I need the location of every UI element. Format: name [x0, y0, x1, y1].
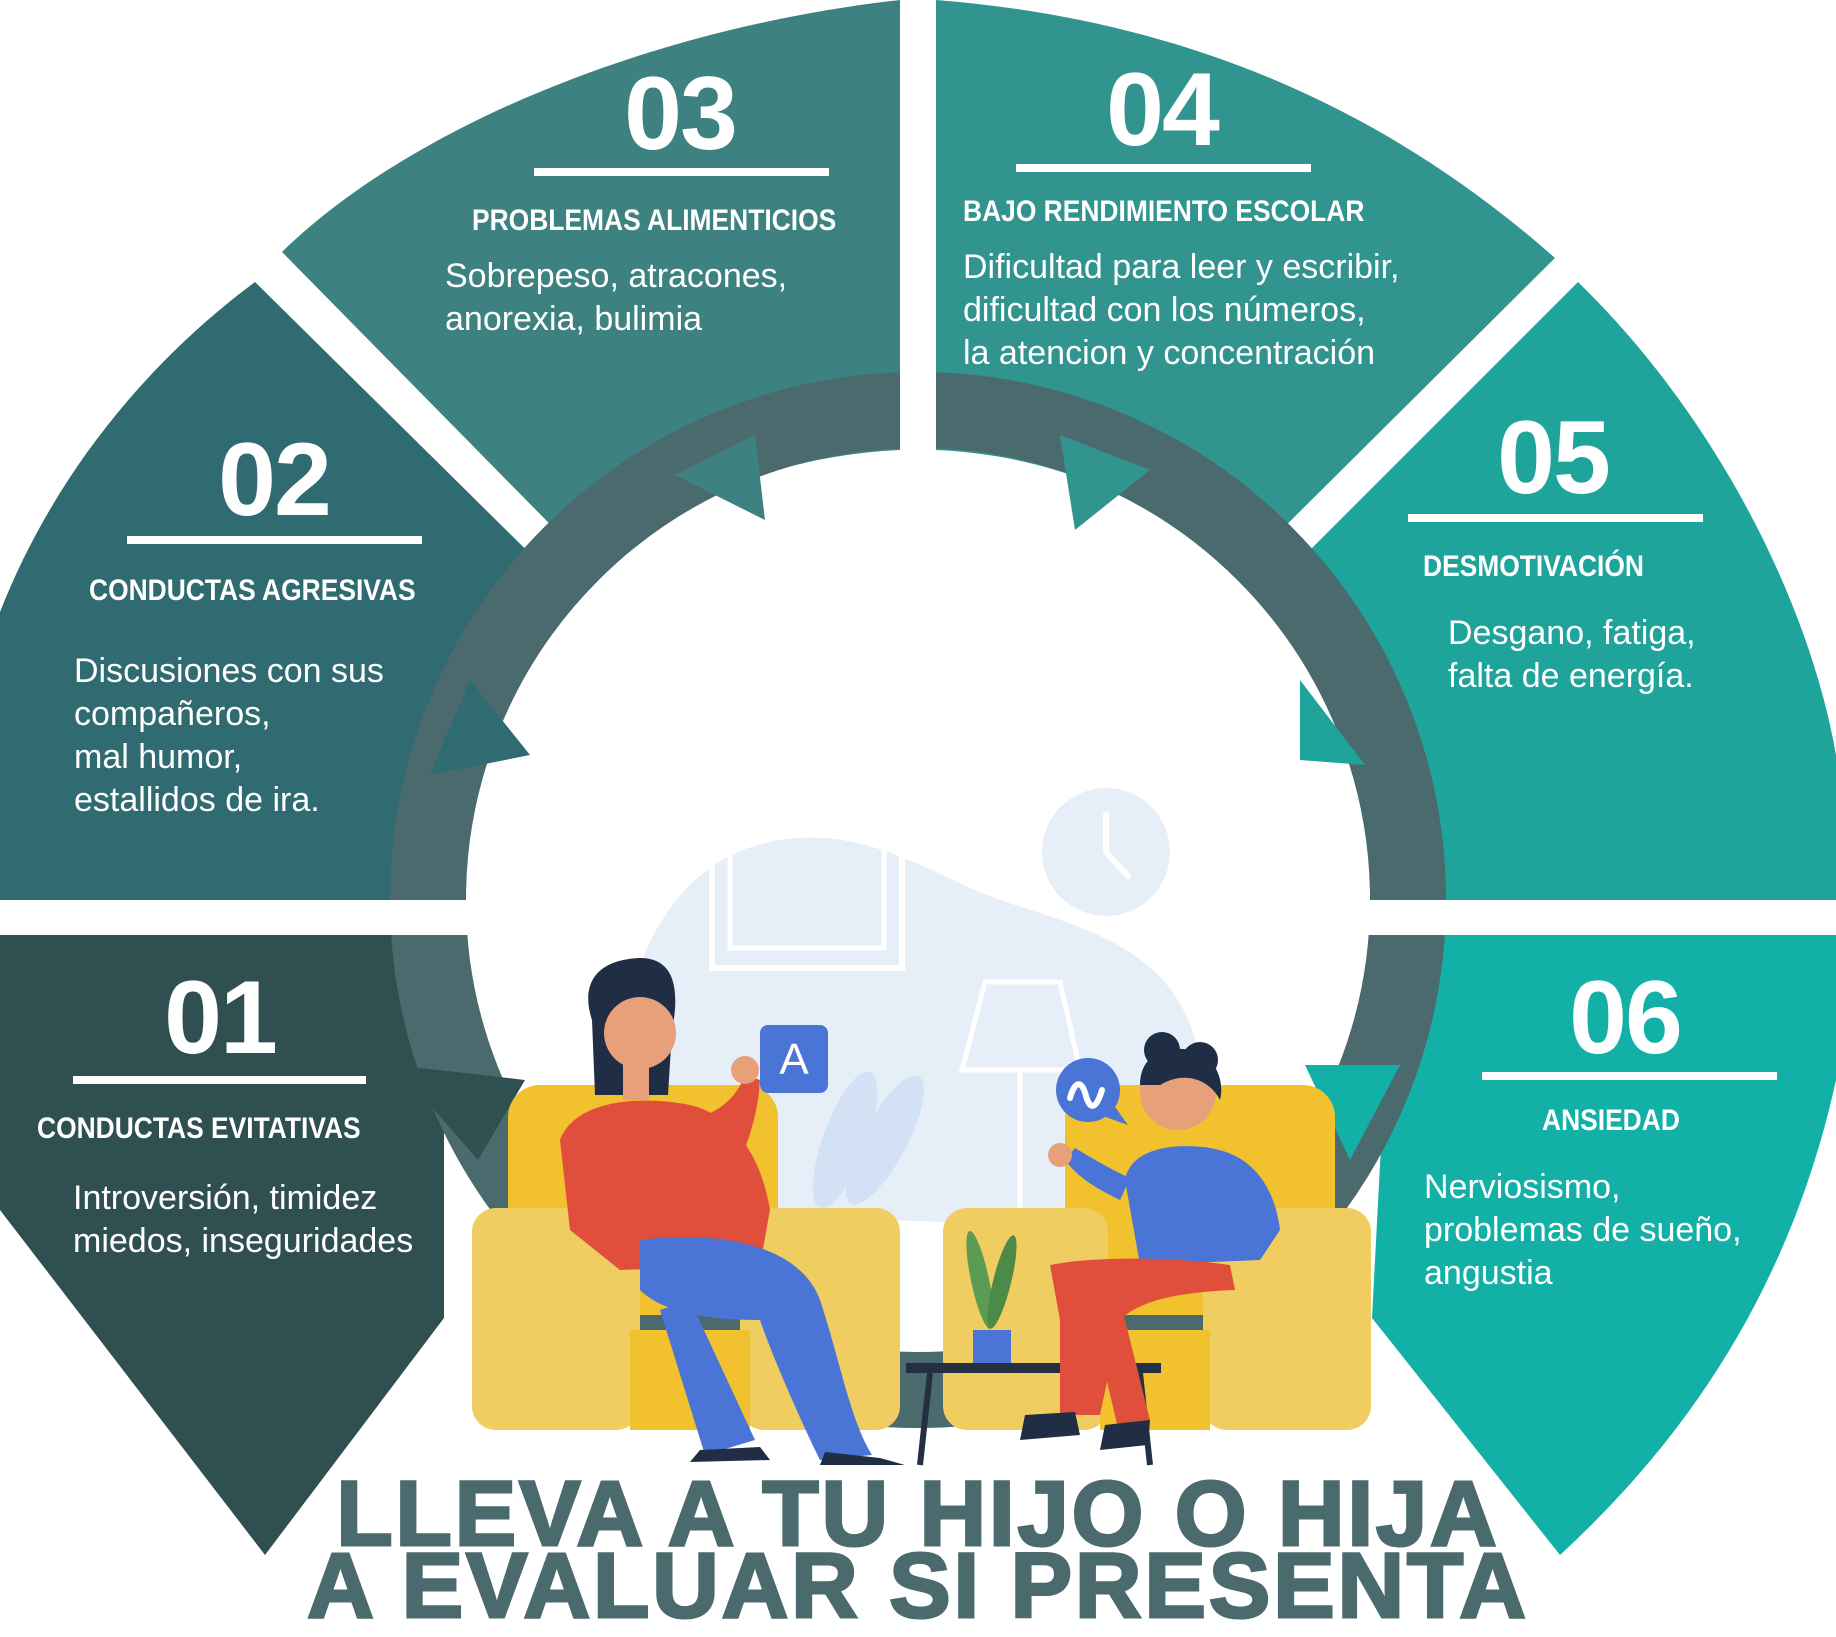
background-plant-icon: [812, 1071, 924, 1209]
arrow-04-to-05: [1060, 435, 1150, 530]
window-icon: [709, 768, 905, 971]
segment-02-number: 02: [218, 422, 332, 538]
banner-line-2: A EVALUAR SI PRESENTA: [306, 1535, 1529, 1637]
segment-04-rule: [1016, 164, 1311, 172]
therapy-scene-illustration: A: [472, 768, 1371, 1466]
segment-02-description: Discusiones con sus compañeros, mal humo…: [74, 652, 384, 819]
segment-04-number: 04: [1106, 52, 1220, 168]
arrow-01-to-02: [395, 1065, 525, 1160]
arrow-06-to-01: [1305, 1065, 1400, 1160]
segment-02-title: CONDUCTAS AGRESIVAS: [89, 574, 416, 607]
segment-04-title: BAJO RENDIMIENTO ESCOLAR: [963, 195, 1365, 228]
child-figure: [1020, 1032, 1280, 1450]
banner-line-1: LLEVA A TU HIJO O HIJA: [335, 1463, 1500, 1565]
segment-03-title: PROBLEMAS ALIMENTICIOS: [472, 204, 837, 237]
letter-card: A: [760, 1025, 828, 1093]
segment-03-rule: [534, 168, 829, 176]
speech-bubble-icon: [1056, 1058, 1128, 1125]
segment-02-rule: [127, 536, 422, 544]
segment-05-description: Desgano, fatiga, falta de energía.: [1448, 614, 1696, 695]
segment-06-description: Nerviosismo, problemas de sueño, angusti…: [1424, 1168, 1742, 1292]
segment-05-rule: [1408, 514, 1703, 522]
clock-icon: [1042, 788, 1170, 916]
segment-01-shape: [0, 935, 444, 1555]
segment-01-rule: [73, 1076, 366, 1084]
letter-card-text: A: [779, 1035, 809, 1084]
segment-05-number: 05: [1497, 400, 1611, 516]
arrow-03-to-04: [675, 435, 765, 520]
arrow-05-to-06: [1300, 680, 1365, 765]
segment-03-description: Sobrepeso, atracones, anorexia, bulimia: [445, 257, 788, 338]
segment-01-description: Introversión, timidez miedos, insegurida…: [73, 1179, 414, 1260]
segment-06-number: 06: [1569, 960, 1683, 1076]
segment-06-shape: [1372, 935, 1836, 1555]
segment-03-number: 03: [624, 56, 738, 172]
arrow-02-to-03: [430, 680, 530, 775]
woman-figure: [560, 958, 905, 1465]
segment-01-number: 01: [164, 960, 278, 1076]
segment-06-rule: [1482, 1072, 1777, 1080]
segment-01-title: CONDUCTAS EVITATIVAS: [37, 1112, 361, 1145]
segment-04-description: Dificultad para leer y escribir, dificul…: [963, 248, 1400, 372]
segment-05-title: DESMOTIVACIÓN: [1423, 550, 1644, 583]
segment-06-title: ANSIEDAD: [1542, 1104, 1680, 1137]
